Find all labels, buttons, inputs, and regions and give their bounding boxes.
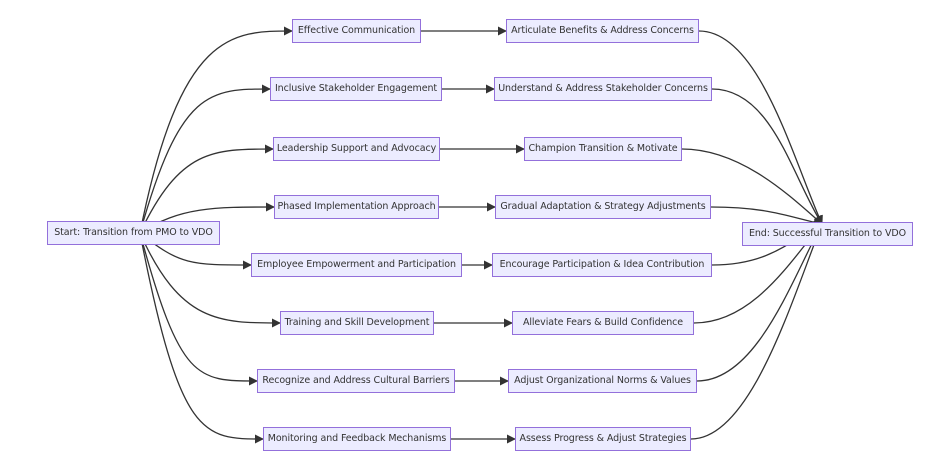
edge-start-to-strategy bbox=[139, 232, 264, 444]
edge-outcome-to-end bbox=[710, 206, 823, 227]
edge-outcome-to-end bbox=[711, 88, 823, 225]
strategy-node-effective-communication: Effective Communication bbox=[292, 19, 421, 43]
edge-outcome-to-end bbox=[698, 30, 823, 225]
edge-start-to-strategy bbox=[139, 144, 274, 234]
outcome-node-articulate-benefits: Articulate Benefits & Address Concerns bbox=[506, 19, 699, 43]
end-node: End: Successful Transition to VDO bbox=[742, 222, 913, 246]
outcome-node-champion-transition: Champion Transition & Motivate bbox=[524, 137, 682, 161]
outcome-node-gradual-adaptation: Gradual Adaptation & Strategy Adjustment… bbox=[495, 195, 711, 219]
strategy-node-leadership-support: Leadership Support and Advocacy bbox=[273, 137, 440, 161]
strategy-node-stakeholder-engagement: Inclusive Stakeholder Engagement bbox=[270, 77, 442, 101]
strategy-node-employee-empowerment: Employee Empowerment and Participation bbox=[251, 253, 462, 277]
edge-start-to-strategy bbox=[139, 232, 281, 328]
edge-start-to-strategy bbox=[139, 232, 258, 386]
strategy-node-cultural-barriers: Recognize and Address Cultural Barriers bbox=[257, 369, 455, 393]
strategy-node-training-skill-development: Training and Skill Development bbox=[280, 311, 434, 335]
outcome-node-encourage-participation: Encourage Participation & Idea Contribut… bbox=[492, 253, 712, 277]
edge-outcome-to-end bbox=[690, 223, 824, 440]
edge-outcome-to-end bbox=[681, 148, 823, 225]
outcome-node-assess-progress: Assess Progress & Adjust Strategies bbox=[515, 427, 691, 451]
outcome-node-stakeholder-concerns: Understand & Address Stakeholder Concern… bbox=[494, 77, 712, 101]
strategy-node-monitoring-feedback: Monitoring and Feedback Mechanisms bbox=[263, 427, 451, 451]
strategy-node-phased-implementation: Phased Implementation Approach bbox=[274, 195, 439, 219]
edge-start-to-strategy bbox=[139, 84, 271, 234]
outcome-node-alleviate-fears: Alleviate Fears & Build Confidence bbox=[512, 311, 694, 335]
edge-start-to-strategy bbox=[139, 26, 293, 234]
edge-outcome-to-end bbox=[696, 223, 823, 382]
start-node: Start: Transition from PMO to VDO bbox=[47, 221, 220, 245]
outcome-node-organizational-norms: Adjust Organizational Norms & Values bbox=[508, 369, 697, 393]
